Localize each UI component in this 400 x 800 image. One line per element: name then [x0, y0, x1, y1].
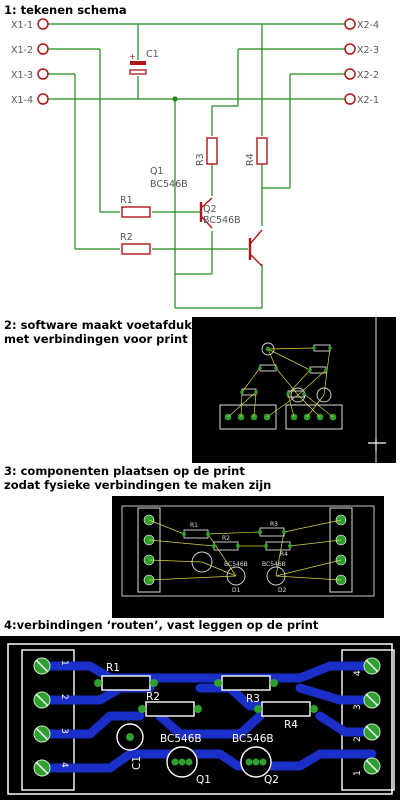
pcb-left-pin-1: 1: [59, 660, 69, 666]
step-4-label: 4:verbindingen ‘routen’, vast leggen op …: [4, 618, 319, 632]
pcb-c1-label: C1: [131, 756, 143, 770]
terminal-x2-2: X2-2: [357, 70, 379, 81]
capacitor-c1-label: C1: [146, 49, 159, 60]
transistor-q2-symbol: [248, 229, 263, 267]
routed-pcb-view: R1 R2 R3 R4 BC546B BC546B Q1 Q2 C1 1 2 3…: [0, 636, 400, 800]
capacitor-c1-symbol: +: [129, 52, 147, 75]
l3-d2-label: D2: [278, 587, 287, 594]
schematic-wires: [48, 23, 345, 309]
pcb-q1-label: Q1: [196, 774, 211, 786]
resistor-r3-label: R3: [195, 153, 206, 166]
pcb-right-pin-4: 4: [353, 670, 363, 676]
pcb-r4-label: R4: [284, 719, 298, 731]
transistor-q1-type: BC546B: [150, 179, 188, 190]
pcb-q2-label: Q2: [264, 774, 279, 786]
l3-r3-label: R3: [270, 521, 278, 528]
left-terminals: [37, 18, 49, 105]
terminal-x1-2: X1-2: [11, 45, 33, 56]
step-3-label-line2: zodat fysieke verbindingen te maken zijn: [4, 478, 272, 492]
step-2-label-line2: met verbindingen voor print: [4, 332, 188, 346]
terminal-x1-4: X1-4: [11, 95, 33, 106]
pcb-r3-label: R3: [246, 693, 260, 705]
l3-q1-label: BC546B: [224, 561, 248, 568]
pcb-q2-type: BC546B: [232, 733, 274, 745]
resistor-r3-symbol: [206, 137, 218, 165]
pcb-r1-label: R1: [106, 662, 120, 674]
terminal-x1-3: X1-3: [11, 70, 33, 81]
pcb-left-pin-2: 2: [59, 694, 69, 700]
step-1-label: 1: tekenen schema: [4, 3, 127, 17]
resistor-r4-symbol: [256, 137, 268, 165]
schematic-diagram: X1-1 X1-2 X1-3 X1-4 X2-4 X2-3 X2-2 X2-1 …: [11, 18, 379, 309]
l3-r4-label: R4: [280, 551, 288, 558]
step-2-label-line1: 2: software maakt voetafduk: [4, 318, 192, 332]
transistor-q1-label: Q1: [150, 166, 164, 177]
resistor-r2-symbol: [121, 243, 151, 255]
terminal-x2-4: X2-4: [357, 20, 379, 31]
l3-r1-label: R1: [190, 522, 198, 529]
l3-q2-label: BC546B: [262, 561, 286, 568]
pcb-r2-label: R2: [146, 691, 160, 703]
junction-dot: [172, 96, 178, 102]
terminal-x1-1: X1-1: [11, 20, 33, 31]
l3-r2-label: R2: [222, 535, 230, 542]
svg-text:+: +: [129, 52, 136, 61]
l3-d1-label: D1: [232, 587, 241, 594]
pcb-right-pin-2: 2: [353, 736, 363, 742]
pcb-right-pin-3: 3: [353, 704, 363, 710]
footprint-ratsnest-view: [192, 317, 396, 463]
pcb-right-pin-1: 1: [353, 770, 363, 776]
component-placement-view: R1 R2 R3 R4 BC546B BC546B D1 D2: [112, 496, 384, 618]
pcb-left-pin-3: 3: [59, 728, 69, 734]
terminal-x2-1: X2-1: [357, 95, 379, 106]
transistor-q2-label: Q2: [203, 204, 217, 215]
resistor-r2-label: R2: [120, 232, 133, 243]
step-3-label-line1: 3: componenten plaatsen op de print: [4, 464, 245, 478]
transistor-q2-type: BC546B: [203, 215, 241, 226]
resistor-r1-symbol: [121, 206, 151, 218]
right-terminals: [344, 18, 356, 105]
pcb-left-pin-4: 4: [59, 762, 69, 768]
terminal-x2-3: X2-3: [357, 45, 379, 56]
transistor-q1-symbol: [199, 197, 213, 229]
resistor-r1-label: R1: [120, 195, 133, 206]
pcb-q1-type: BC546B: [160, 733, 202, 745]
resistor-r4-label: R4: [245, 153, 256, 166]
